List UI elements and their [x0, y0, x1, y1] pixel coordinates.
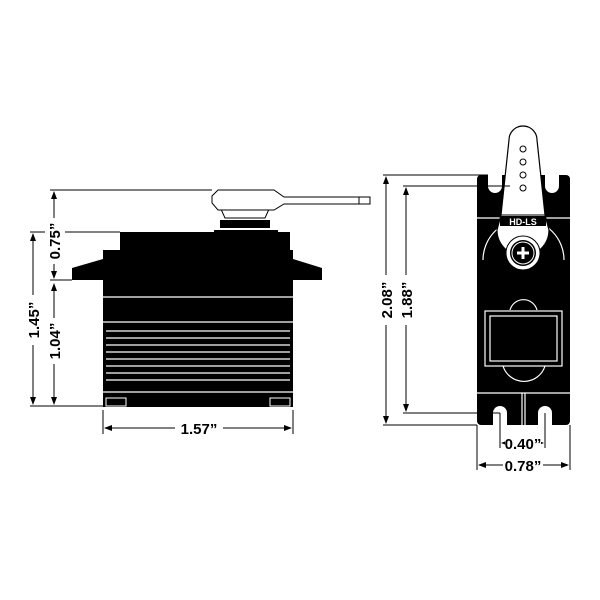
servo-horn-side	[211, 189, 371, 236]
dim-hole-spacing-length-label: 1.88”	[399, 282, 416, 319]
servo-side-view: 1.45” 0.75” 1.04” 1.57”	[22, 189, 371, 438]
dim-width-label: 0.78”	[505, 458, 542, 475]
dim-horn-height-label: 0.75”	[47, 223, 64, 260]
horn-model-label: HD-LS	[509, 217, 537, 227]
dim-body-to-mount-label: 1.04”	[47, 323, 64, 360]
dim-length-label: 1.57”	[181, 421, 218, 438]
body-ribs	[103, 296, 293, 407]
servo-horn-top: HD-LS	[496, 125, 550, 271]
label-window	[484, 310, 563, 367]
screw-head-icon	[517, 247, 529, 259]
dim-overall-length-label: 2.08”	[379, 282, 396, 319]
servo-top-cap	[120, 232, 290, 250]
mount-ear-right	[293, 259, 322, 280]
dim-total-height-label: 1.45”	[26, 302, 43, 339]
servo-body-side	[103, 250, 293, 407]
dim-hole-spacing-width-label: 0.40”	[505, 436, 542, 453]
mount-ear-left	[72, 259, 103, 280]
servo-top-view: HD-LS 2.08” 1.88”	[376, 125, 571, 475]
